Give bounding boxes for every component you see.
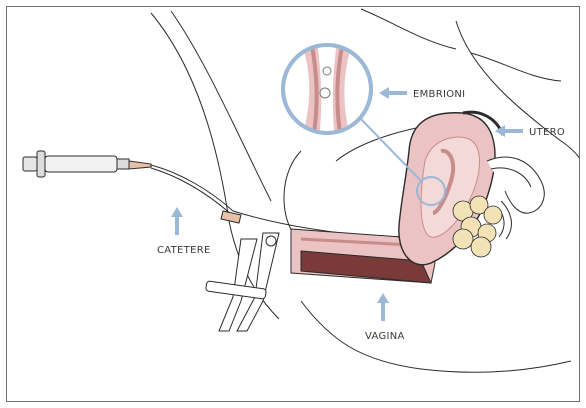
arrow-catheter: [171, 207, 183, 235]
label-embryos: EMBRIONI: [413, 89, 465, 100]
embryo-icon: [323, 67, 331, 75]
diagram-frame: EMBRIONI UTERO CATETERE VAGINA: [6, 6, 580, 402]
catheter: [151, 165, 441, 237]
abdomen-line: [171, 11, 271, 201]
label-vagina: VAGINA: [365, 331, 405, 342]
speculum: [206, 233, 279, 331]
label-catheter: CATETERE: [157, 245, 211, 256]
syringe: [23, 151, 151, 177]
arrow-embryos: [379, 87, 407, 99]
fallopian-tube: [487, 157, 544, 239]
back-line: [361, 9, 456, 49]
embryo-magnifier: [283, 41, 371, 141]
label-uterus: UTERO: [529, 127, 565, 138]
embryo-icon: [320, 88, 330, 98]
arrow-vagina: [377, 293, 389, 321]
lower-body-line: [301, 301, 571, 372]
bladder-outline: [284, 151, 301, 233]
embryo-transfer-diagram: EMBRIONI UTERO CATETERE VAGINA: [7, 7, 580, 402]
